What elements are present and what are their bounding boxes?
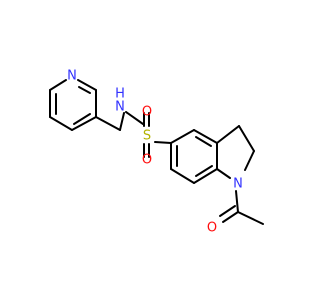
- carbonyl-oxygen-label: O: [207, 221, 217, 236]
- bond: [238, 125, 255, 152]
- benzene-ring: [170, 129, 218, 184]
- sulfonyl-oxygen-bottom-label: O: [142, 153, 152, 168]
- molecule-diagram: N H N O S O N O: [49, 69, 264, 236]
- bond: [49, 79, 67, 91]
- bond: [170, 168, 195, 184]
- pyridine-ring: [49, 79, 97, 131]
- bond: [119, 112, 125, 131]
- bond: [244, 150, 255, 171]
- bond: [193, 168, 218, 184]
- bond: [193, 129, 218, 144]
- double-bond: [195, 165, 213, 177]
- sulfonamide-hydrogen-label: H: [115, 87, 125, 102]
- bond: [237, 211, 264, 225]
- bond: [216, 168, 231, 179]
- double-bond: [73, 113, 91, 125]
- pyrroline-ring: [216, 125, 255, 179]
- double-bond: [222, 211, 239, 223]
- sulfonyl-oxygen-top-label: O: [142, 105, 152, 120]
- bond: [95, 116, 121, 131]
- bond: [170, 129, 195, 144]
- bond: [71, 116, 97, 131]
- bond: [235, 190, 239, 213]
- bond: [125, 111, 144, 125]
- bond: [216, 125, 240, 144]
- bond: [154, 141, 172, 144]
- indoline-nitrogen-label: N: [233, 177, 243, 192]
- bond: [77, 79, 97, 91]
- bond: [49, 116, 73, 131]
- double-bond: [195, 136, 212, 147]
- double-bond: [78, 86, 91, 94]
- sulfonamide-nitrogen-label: N: [115, 100, 125, 115]
- pyridine-nitrogen-label: N: [67, 69, 77, 84]
- double-bond: [219, 205, 236, 217]
- sulfur-label: S: [143, 129, 151, 144]
- structure-svg: N H N O S O N O: [49, 69, 264, 236]
